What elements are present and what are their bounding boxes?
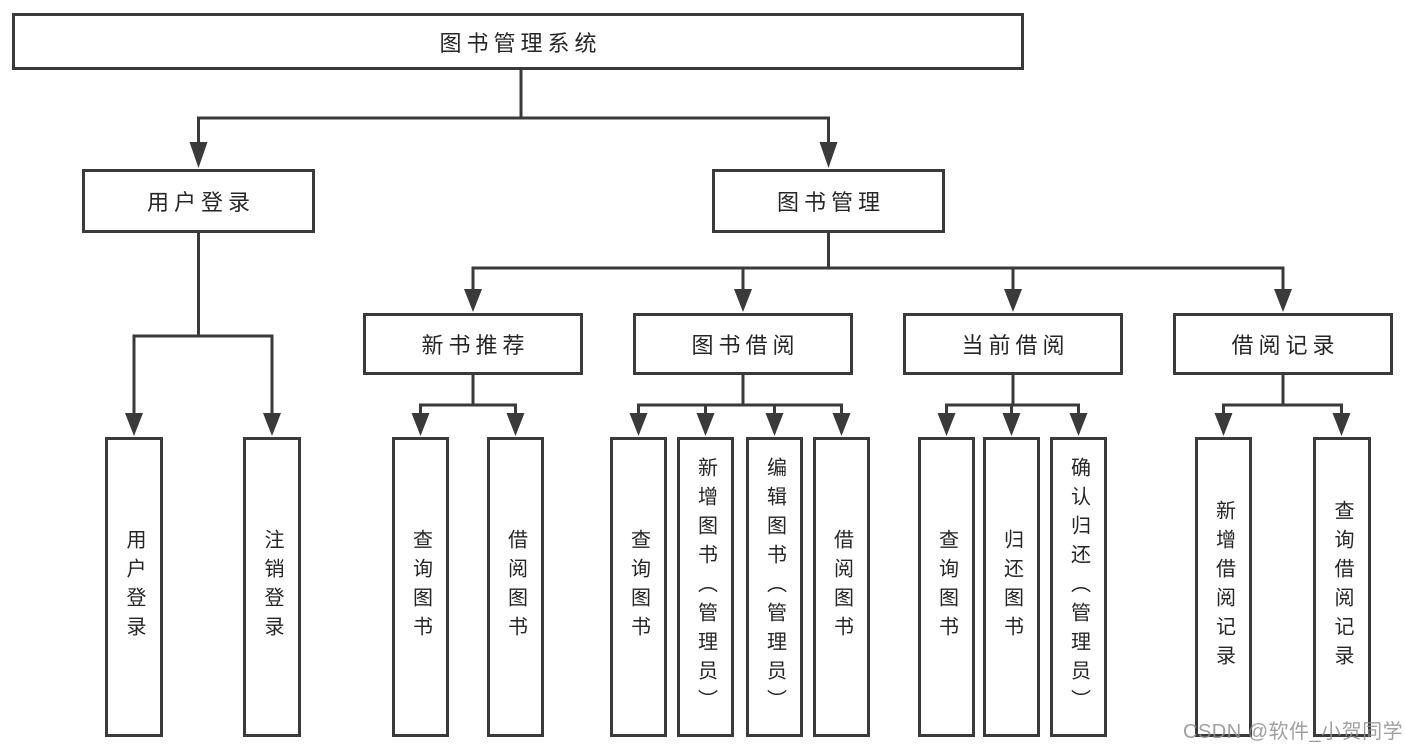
node-label: 当前借阅 <box>961 333 1070 358</box>
node-label: 借阅图书 <box>504 529 527 645</box>
node-book-management: 图书管理 <box>712 169 945 233</box>
node-label: 新增借阅记录 <box>1212 500 1235 674</box>
node-label: 借阅图书 <box>830 529 853 645</box>
node-label: 查询图书 <box>935 529 958 645</box>
node-label: 查询图书 <box>409 529 432 645</box>
arrow-down-icon <box>506 413 525 436</box>
arrow-down-icon <box>734 289 752 312</box>
leaf-current-confirm-return-admin: 确认归还（管理员） <box>1050 437 1107 737</box>
arrow-down-icon <box>464 289 482 312</box>
arrow-down-icon <box>411 413 430 436</box>
arrow-down-icon <box>1002 413 1021 436</box>
node-label: 图书借阅 <box>691 333 800 358</box>
node-label: 确认归还（管理员） <box>1067 456 1090 718</box>
node-book-borrowing: 图书借阅 <box>633 313 853 375</box>
arrow-down-icon <box>696 413 715 436</box>
node-label: 图书管理 <box>776 190 885 215</box>
node-label: 用户登录 <box>146 190 255 215</box>
leaf-current-query-books: 查询图书 <box>918 437 975 737</box>
leaf-borrowing-add-books-admin: 新增图书（管理员） <box>677 437 734 737</box>
arrow-down-icon <box>832 413 851 436</box>
node-label: 新增图书（管理员） <box>694 456 717 718</box>
leaf-borrowing-borrow-books: 借阅图书 <box>813 437 870 737</box>
arrow-down-icon <box>765 413 784 436</box>
arrow-down-icon <box>189 142 208 168</box>
node-label: 注销登录 <box>261 529 283 645</box>
node-current-borrowing: 当前借阅 <box>903 313 1123 375</box>
leaf-recommend-query-books: 查询图书 <box>392 437 449 737</box>
node-label: 用户登录 <box>123 529 145 645</box>
arrow-down-icon <box>1332 413 1351 436</box>
node-label: 图书管理系统 <box>439 30 602 56</box>
leaf-borrowing-query-books: 查询图书 <box>610 437 667 737</box>
node-label: 编辑图书（管理员） <box>763 456 786 718</box>
node-label: 新书推荐 <box>421 333 530 358</box>
leaf-records-add-borrow-record: 新增借阅记录 <box>1195 437 1252 737</box>
arrow-down-icon <box>629 413 648 436</box>
node-new-book-recommendation: 新书推荐 <box>363 313 583 375</box>
arrow-down-icon <box>1274 289 1292 312</box>
leaf-recommend-borrow-books: 借阅图书 <box>487 437 544 737</box>
leaf-current-return-books: 归还图书 <box>983 437 1040 737</box>
node-library-system: 图书管理系统 <box>12 13 1024 70</box>
arrow-down-icon <box>125 413 143 436</box>
node-user-login: 用户登录 <box>82 169 315 233</box>
leaf-borrowing-edit-books-admin: 编辑图书（管理员） <box>746 437 803 737</box>
leaf-user-login: 用户登录 <box>105 437 163 737</box>
arrow-down-icon <box>1069 413 1088 436</box>
arrow-down-icon <box>1214 413 1233 436</box>
arrow-down-icon <box>1004 289 1022 312</box>
node-label: 借阅记录 <box>1231 333 1340 358</box>
node-label: 查询借阅记录 <box>1331 500 1353 674</box>
node-label: 归还图书 <box>1000 529 1023 645</box>
leaf-logout: 注销登录 <box>243 437 301 737</box>
arrow-down-icon <box>819 142 838 168</box>
node-borrowing-records: 借阅记录 <box>1173 313 1393 375</box>
arrow-down-icon <box>263 413 281 436</box>
csdn-watermark: CSDN @软件_小贺同学 <box>1183 721 1404 743</box>
leaf-records-query-borrow-record: 查询借阅记录 <box>1313 437 1371 737</box>
node-label: 查询图书 <box>627 529 650 645</box>
arrow-down-icon <box>937 413 956 436</box>
